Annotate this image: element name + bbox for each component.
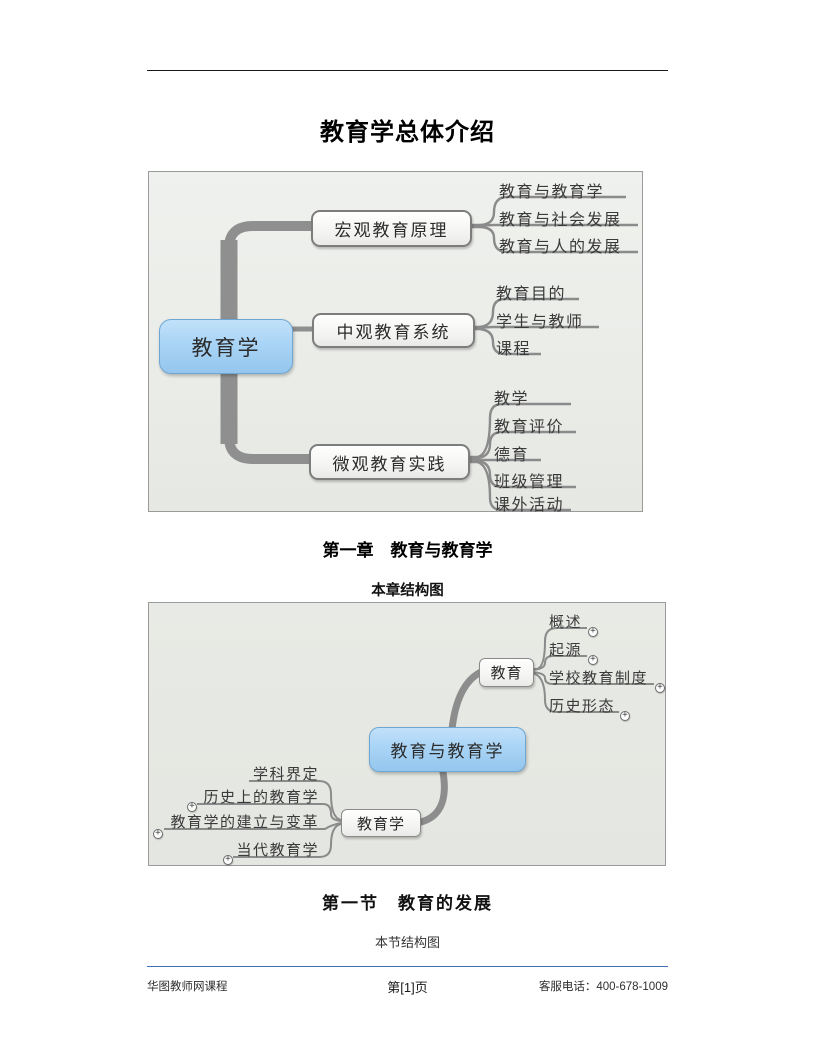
branch-node-micro: 微观教育实践 xyxy=(309,444,470,480)
leaf-node: 学科界定 xyxy=(252,767,319,783)
leaf-node: 学校教育制度 xyxy=(549,671,649,687)
root-node: 教育学 xyxy=(159,319,293,374)
footer-service-phone: 客服电话：400-678-1009 xyxy=(538,981,668,993)
header-rule xyxy=(147,70,668,71)
central-topic-node: 教育与教育学 xyxy=(369,727,526,772)
footer-page-number: 第[1]页 xyxy=(387,980,428,995)
leaf-node: 教学 xyxy=(494,391,530,408)
expand-icon[interactable]: + xyxy=(655,683,665,693)
expand-icon[interactable]: + xyxy=(588,655,598,665)
leaf-node: 教育目的 xyxy=(496,286,567,303)
expand-icon[interactable]: + xyxy=(153,829,163,839)
leaf-node: 课外活动 xyxy=(494,497,565,514)
branch-node-macro: 宏观教育原理 xyxy=(311,210,472,247)
branch-node-education: 教育 xyxy=(479,658,534,687)
expand-icon[interactable]: + xyxy=(223,855,233,865)
leaf-node: 教育与人的发展 xyxy=(499,239,622,256)
chapter-structure-label: 本章结构图 xyxy=(371,583,444,599)
expand-icon[interactable]: + xyxy=(588,627,598,637)
mindmap-connectors xyxy=(220,195,638,512)
leaf-node: 教育与社会发展 xyxy=(499,212,622,229)
expand-icon[interactable]: + xyxy=(187,802,197,812)
leaf-node: 课程 xyxy=(496,341,532,358)
document-title: 教育学总体介绍 xyxy=(320,119,495,146)
leaf-node: 教育学的建立与变革 xyxy=(170,815,319,831)
footer-rule xyxy=(147,966,668,967)
leaf-node: 班级管理 xyxy=(494,474,565,491)
leaf-node: 学生与教师 xyxy=(496,314,584,331)
mindmap-overview: 教育学 宏观教育原理 中观教育系统 微观教育实践 教育与教育学 教育与社会发展 … xyxy=(148,171,643,514)
leaf-node: 教育与教育学 xyxy=(499,184,605,201)
leaf-node: 历史形态 xyxy=(549,699,616,715)
mindmap-connectors xyxy=(164,627,654,858)
mindmap-chapter1: 教育与教育学 教育 教育学 概述 起源 学校教育制度 历史形态 + + + + … xyxy=(148,602,666,866)
leaf-node: 德育 xyxy=(494,447,530,464)
footer-course-name: 华图教师网课程 xyxy=(147,981,228,993)
leaf-node: 当代教育学 xyxy=(236,843,319,859)
leaf-node: 历史上的教育学 xyxy=(203,790,319,806)
leaf-node: 概述 xyxy=(549,615,583,631)
branch-node-meso: 中观教育系统 xyxy=(312,313,475,348)
leaf-node: 起源 xyxy=(549,643,583,659)
expand-icon[interactable]: + xyxy=(620,711,630,721)
leaf-node: 教育评价 xyxy=(494,419,565,436)
branch-node-pedagogy: 教育学 xyxy=(341,809,421,837)
section-heading: 第一节 教育的发展 xyxy=(322,894,493,913)
chapter-heading: 第一章 教育与教育学 xyxy=(322,541,493,560)
section-structure-label: 本节结构图 xyxy=(374,935,440,950)
